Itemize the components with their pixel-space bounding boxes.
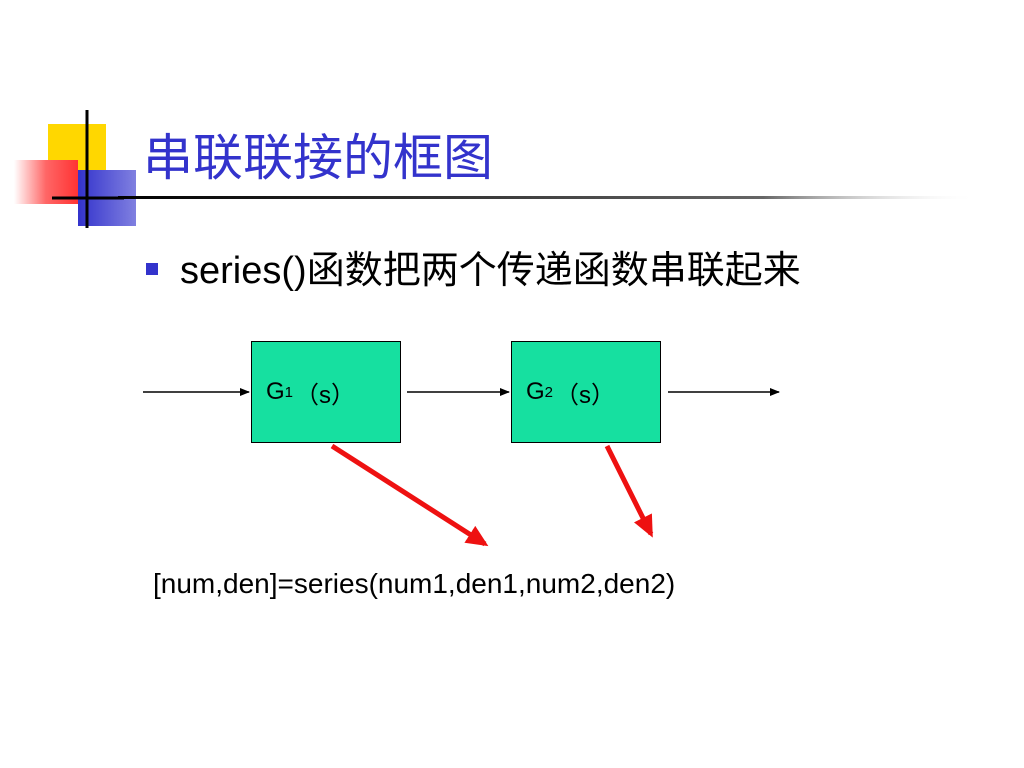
- title-decoration: [14, 110, 978, 228]
- block-g1-subscript: 1: [284, 383, 294, 401]
- bullet-description: 函数把两个传递函数串联起来: [306, 247, 801, 292]
- block-g2-subscript: 2: [544, 383, 554, 401]
- bullet-code: series(): [180, 249, 307, 292]
- slide-title: 串联联接的框图: [143, 129, 493, 187]
- bullet-text: series()函数把两个传递函数串联起来: [180, 239, 801, 294]
- block-g2-base: G: [526, 378, 545, 405]
- series-formula: [num,den]=series(num1,den1,num2,den2): [153, 568, 676, 599]
- bullet-item: series()函数把两个传递函数串联起来: [146, 236, 801, 296]
- block-g1-arg: （s）: [295, 381, 356, 409]
- block-g2-arg: （s）: [555, 381, 616, 409]
- title-underline: [118, 196, 978, 199]
- red-arrow-g2: [604, 444, 654, 538]
- block-g1-base: G: [266, 378, 285, 405]
- bullet-square-icon: [146, 263, 158, 275]
- red-arrow-g1: [330, 443, 489, 547]
